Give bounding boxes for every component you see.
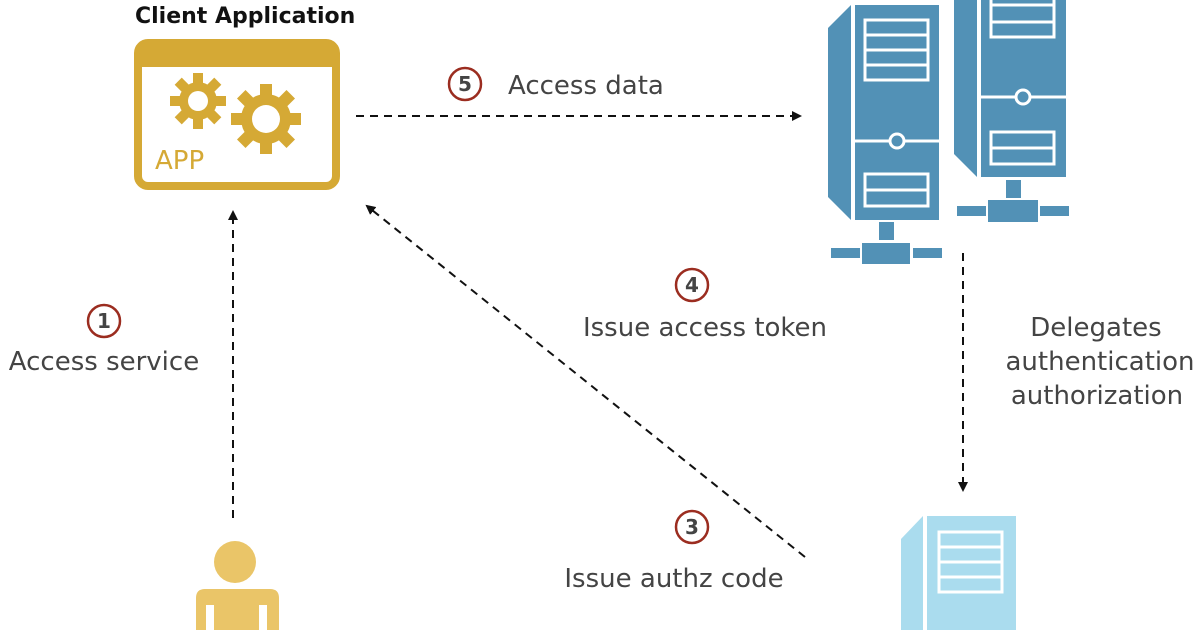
client-application-title: Client Application bbox=[135, 4, 355, 29]
step-1: 1 Access service bbox=[9, 303, 199, 377]
app-label: APP bbox=[155, 146, 204, 176]
step-5: 5 Access data bbox=[447, 66, 664, 102]
delegation-label: Delegates authentication authorization bbox=[1005, 313, 1194, 411]
resource-servers-icon bbox=[828, 0, 1069, 264]
server-tower-icon bbox=[828, 5, 942, 264]
step-number: 3 bbox=[685, 515, 699, 539]
user-icon bbox=[196, 541, 279, 630]
step-label: Issue access token bbox=[583, 313, 827, 343]
delegation-line: authentication bbox=[1005, 347, 1194, 377]
app-window-gears-icon: APP bbox=[134, 39, 340, 190]
step-3: 3 Issue authz code bbox=[564, 509, 784, 594]
server-tower-icon bbox=[954, 0, 1069, 222]
step-label: Access data bbox=[508, 71, 664, 101]
delegation-line: Delegates bbox=[1030, 313, 1161, 343]
arrow-issue-code-token bbox=[365, 204, 806, 558]
step-number: 1 bbox=[97, 309, 111, 333]
step-label: Access service bbox=[9, 347, 199, 377]
auth-server-icon bbox=[901, 516, 1016, 630]
small-gear-icon bbox=[170, 73, 226, 129]
step-number: 5 bbox=[458, 72, 472, 96]
step-number: 4 bbox=[685, 273, 699, 297]
delegation-line: authorization bbox=[1011, 381, 1183, 411]
step-label: Issue authz code bbox=[564, 564, 783, 594]
step-4: 4 Issue access token bbox=[583, 267, 827, 343]
large-gear-icon bbox=[231, 84, 301, 154]
